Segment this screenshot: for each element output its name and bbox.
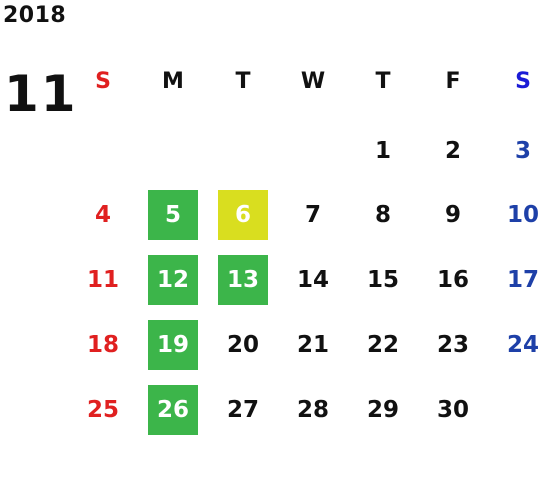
calendar-year: 2018 (3, 3, 67, 28)
weekday-header-mon: M (162, 68, 184, 94)
day-cell[interactable]: 21 (296, 332, 329, 358)
weekday-header-tue: T (235, 68, 251, 94)
day-cell[interactable]: 22 (366, 332, 399, 358)
day-cell[interactable]: 23 (436, 332, 469, 358)
day-cell-highlighted-yellow[interactable]: 6 (218, 190, 268, 240)
day-cell-sunday[interactable]: 4 (94, 202, 111, 228)
calendar-month: 11 (4, 65, 78, 123)
day-cell[interactable]: 9 (444, 202, 461, 228)
day-cell[interactable]: 29 (366, 397, 399, 423)
weekday-header-sun: S (95, 68, 111, 94)
day-cell[interactable]: 1 (374, 138, 391, 164)
day-cell[interactable]: 27 (226, 397, 259, 423)
weekday-header-thu: T (375, 68, 391, 94)
day-cell-saturday[interactable]: 24 (506, 332, 539, 358)
day-cell[interactable]: 2 (444, 138, 461, 164)
day-cell-sunday[interactable]: 18 (86, 332, 119, 358)
day-cell[interactable]: 16 (436, 267, 469, 293)
weekday-header-sat: S (515, 68, 531, 94)
day-cell[interactable]: 30 (436, 397, 469, 423)
day-cell[interactable]: 7 (304, 202, 321, 228)
day-cell[interactable]: 28 (296, 397, 329, 423)
day-cell[interactable]: 15 (366, 267, 399, 293)
day-cell[interactable]: 8 (374, 202, 391, 228)
day-cell-sunday[interactable]: 25 (86, 397, 119, 423)
day-cell-highlighted[interactable]: 5 (148, 190, 198, 240)
day-cell-sunday[interactable]: 11 (86, 267, 119, 293)
day-cell-highlighted[interactable]: 12 (148, 255, 198, 305)
day-cell-saturday[interactable]: 3 (514, 138, 531, 164)
day-cell[interactable]: 20 (226, 332, 259, 358)
day-cell-saturday[interactable]: 10 (506, 202, 539, 228)
weekday-header-fri: F (445, 68, 461, 94)
day-cell-highlighted[interactable]: 19 (148, 320, 198, 370)
weekday-header-wed: W (300, 68, 326, 94)
day-cell[interactable]: 14 (296, 267, 329, 293)
day-cell-saturday[interactable]: 17 (506, 267, 539, 293)
day-cell-highlighted[interactable]: 26 (148, 385, 198, 435)
day-cell-highlighted[interactable]: 13 (218, 255, 268, 305)
